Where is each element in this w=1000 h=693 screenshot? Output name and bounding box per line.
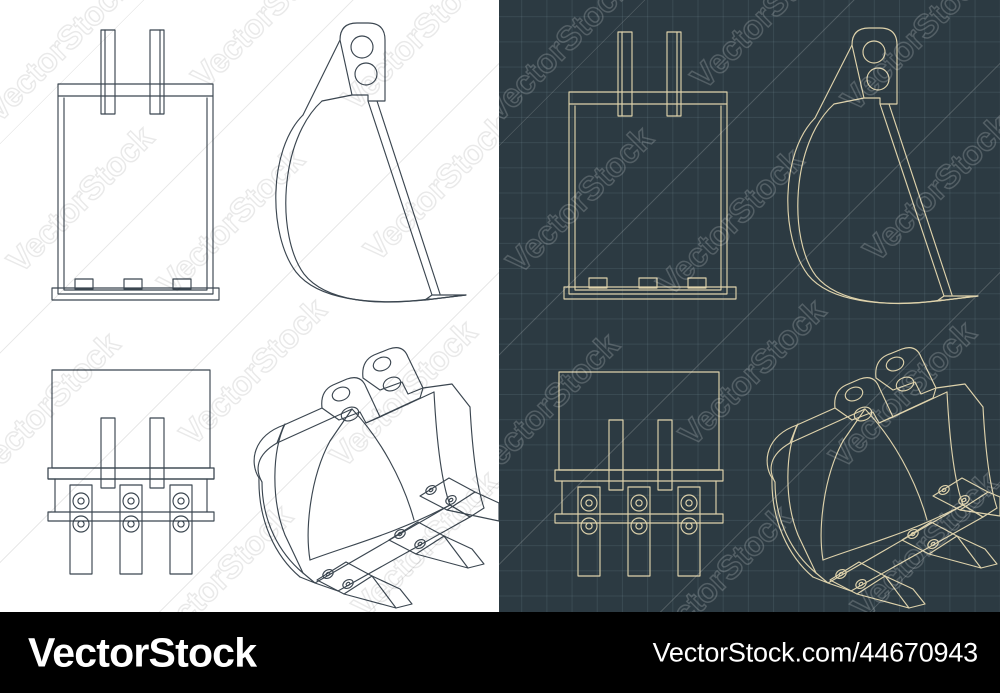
- tooth-assembly: [901, 521, 998, 569]
- isometric-view-white: [253, 347, 499, 609]
- watermark-diagonal-lines: [0, 0, 499, 612]
- watermark-word: VectorStock: [637, 497, 800, 612]
- watermark-word: VectorStock: [183, 0, 346, 96]
- isometric-view-blueprint: [766, 347, 1000, 609]
- watermark-word: VectorStock: [821, 313, 984, 476]
- watermark-word: VectorStock: [322, 312, 485, 475]
- watermark-word: VectorStock: [649, 140, 812, 303]
- tooth-assembly: [119, 484, 143, 575]
- front-view-blueprint: [563, 31, 737, 300]
- watermark-word: VectorStock: [499, 118, 661, 281]
- tooth-assembly: [932, 477, 1000, 517]
- watermark-word: VectorStock: [149, 140, 312, 303]
- watermark-word: VectorStock: [499, 0, 639, 131]
- watermark-word: VectorStock: [344, 463, 499, 612]
- watermark-word: VectorStock: [0, 324, 127, 487]
- tooth-assembly: [388, 521, 485, 569]
- watermark-word: VectorStock: [499, 325, 627, 488]
- watermark-diagonal-lines: [499, 0, 1000, 612]
- watermark-word: VectorStock: [0, 118, 161, 281]
- watermark-word: VectorStock: [171, 290, 334, 453]
- vectorstock-logo: VectorStock: [28, 629, 257, 675]
- tooth-assembly: [316, 561, 413, 609]
- vectorstock-url: VectorStock.com/44670943: [652, 637, 979, 667]
- side-view-white: [275, 22, 467, 303]
- side-view-blueprint: [787, 27, 979, 304]
- watermark-word: VectorStock: [994, 486, 1000, 612]
- bucket-line-drawings-blueprint: [554, 27, 1000, 609]
- watermark-word: VectorStock: [0, 0, 139, 130]
- tooth-assembly: [577, 486, 601, 577]
- tooth-assembly: [69, 484, 93, 575]
- watermark-word: VectorStock: [356, 106, 499, 269]
- rear-view-white: [47, 369, 215, 575]
- bucket-line-drawings-white: [47, 22, 499, 609]
- footer-bar: VectorStock VectorStock.com/44670943: [0, 612, 1000, 693]
- watermark-word: VectorStock: [843, 463, 1000, 612]
- front-view-white: [51, 29, 220, 301]
- watermark-word: VectorStock: [833, 0, 996, 119]
- watermark-word: VectorStock: [855, 107, 1000, 270]
- tooth-assembly: [677, 486, 701, 577]
- rear-view-blueprint: [554, 371, 724, 577]
- watermark-word: VectorStock: [671, 291, 834, 454]
- watermark-word: VectorStock: [334, 0, 497, 118]
- blueprint-grid: [499, 0, 1000, 612]
- tooth-assembly: [627, 486, 651, 577]
- tooth-assembly: [829, 561, 926, 609]
- tooth-assembly: [169, 484, 193, 575]
- watermark-word: VectorStock: [682, 0, 845, 97]
- tooth-assembly: [419, 477, 499, 522]
- watermark-word: VectorStock: [137, 497, 300, 612]
